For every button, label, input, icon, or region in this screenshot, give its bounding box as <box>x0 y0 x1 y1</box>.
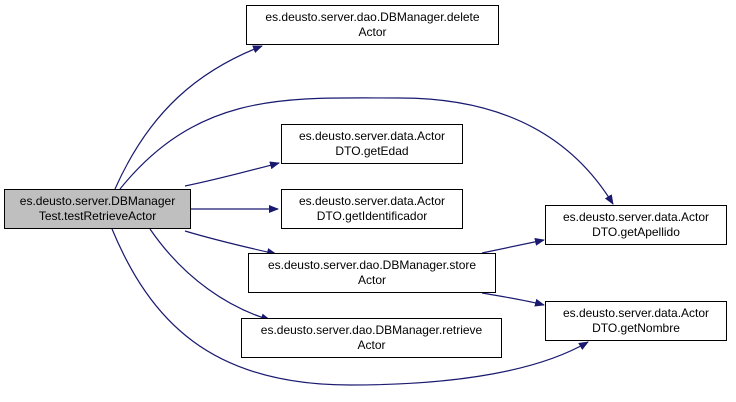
node-label-line-2: DTO.getApellido <box>592 225 680 239</box>
node-label-line-1: es.deusto.server.dao.DBManager.retrieve <box>260 323 483 337</box>
edge-store-to-getapellido <box>481 237 545 254</box>
node-actordto-getnombre[interactable]: es.deusto.server.data.Actor DTO.getNombr… <box>545 301 727 341</box>
node-label-line-2: Actor <box>357 338 386 352</box>
edge-test-to-delete <box>114 45 263 190</box>
node-label-line-2: Actor <box>357 273 386 287</box>
node-label-line-2: DTO.getIdentificador <box>316 209 428 223</box>
edge-store-to-getnombre <box>481 292 545 307</box>
node-actordto-getapellido[interactable]: es.deusto.server.data.Actor DTO.getApell… <box>545 205 727 245</box>
node-label-line-1: es.deusto.server.data.Actor <box>298 129 446 143</box>
node-label-line-2: Actor <box>358 25 387 39</box>
node-label-line-2: Test.testRetrieveActor <box>38 209 157 223</box>
node-label-line-1: es.deusto.server.dao.DBManager.delete <box>265 10 480 24</box>
node-label-line-1: es.deusto.server.DBManager <box>19 194 176 208</box>
edge-test-to-store <box>184 230 277 256</box>
node-label-line-1: es.deusto.server.data.Actor <box>298 194 446 208</box>
node-dbmanager-retrieveactor[interactable]: es.deusto.server.dao.DBManager.retrieve … <box>241 318 502 358</box>
node-label-line-2: DTO.getEdad <box>335 144 409 158</box>
edge-test-to-getnombre <box>111 228 589 386</box>
node-actordto-getedad[interactable]: es.deusto.server.data.Actor DTO.getEdad <box>281 124 463 164</box>
edge-test-to-retrieve <box>149 228 271 322</box>
edge-test-to-getedad <box>184 161 280 187</box>
node-label-line-2: DTO.getNombre <box>592 321 680 335</box>
edge-test-to-getapellido <box>119 97 614 205</box>
node-label-line-1: es.deusto.server.dao.DBManager.store <box>267 258 477 272</box>
node-actordto-getidentificador[interactable]: es.deusto.server.data.Actor DTO.getIdent… <box>281 189 463 229</box>
node-dbmanagertest-testretrieveactor[interactable]: es.deusto.server.DBManager Test.testRetr… <box>4 189 191 229</box>
node-label-line-1: es.deusto.server.data.Actor <box>562 306 710 320</box>
node-dbmanager-storeactor[interactable]: es.deusto.server.dao.DBManager.store Act… <box>248 253 496 293</box>
node-dbmanager-deleteactor[interactable]: es.deusto.server.dao.DBManager.delete Ac… <box>246 5 499 45</box>
node-label-line-1: es.deusto.server.data.Actor <box>562 210 710 224</box>
